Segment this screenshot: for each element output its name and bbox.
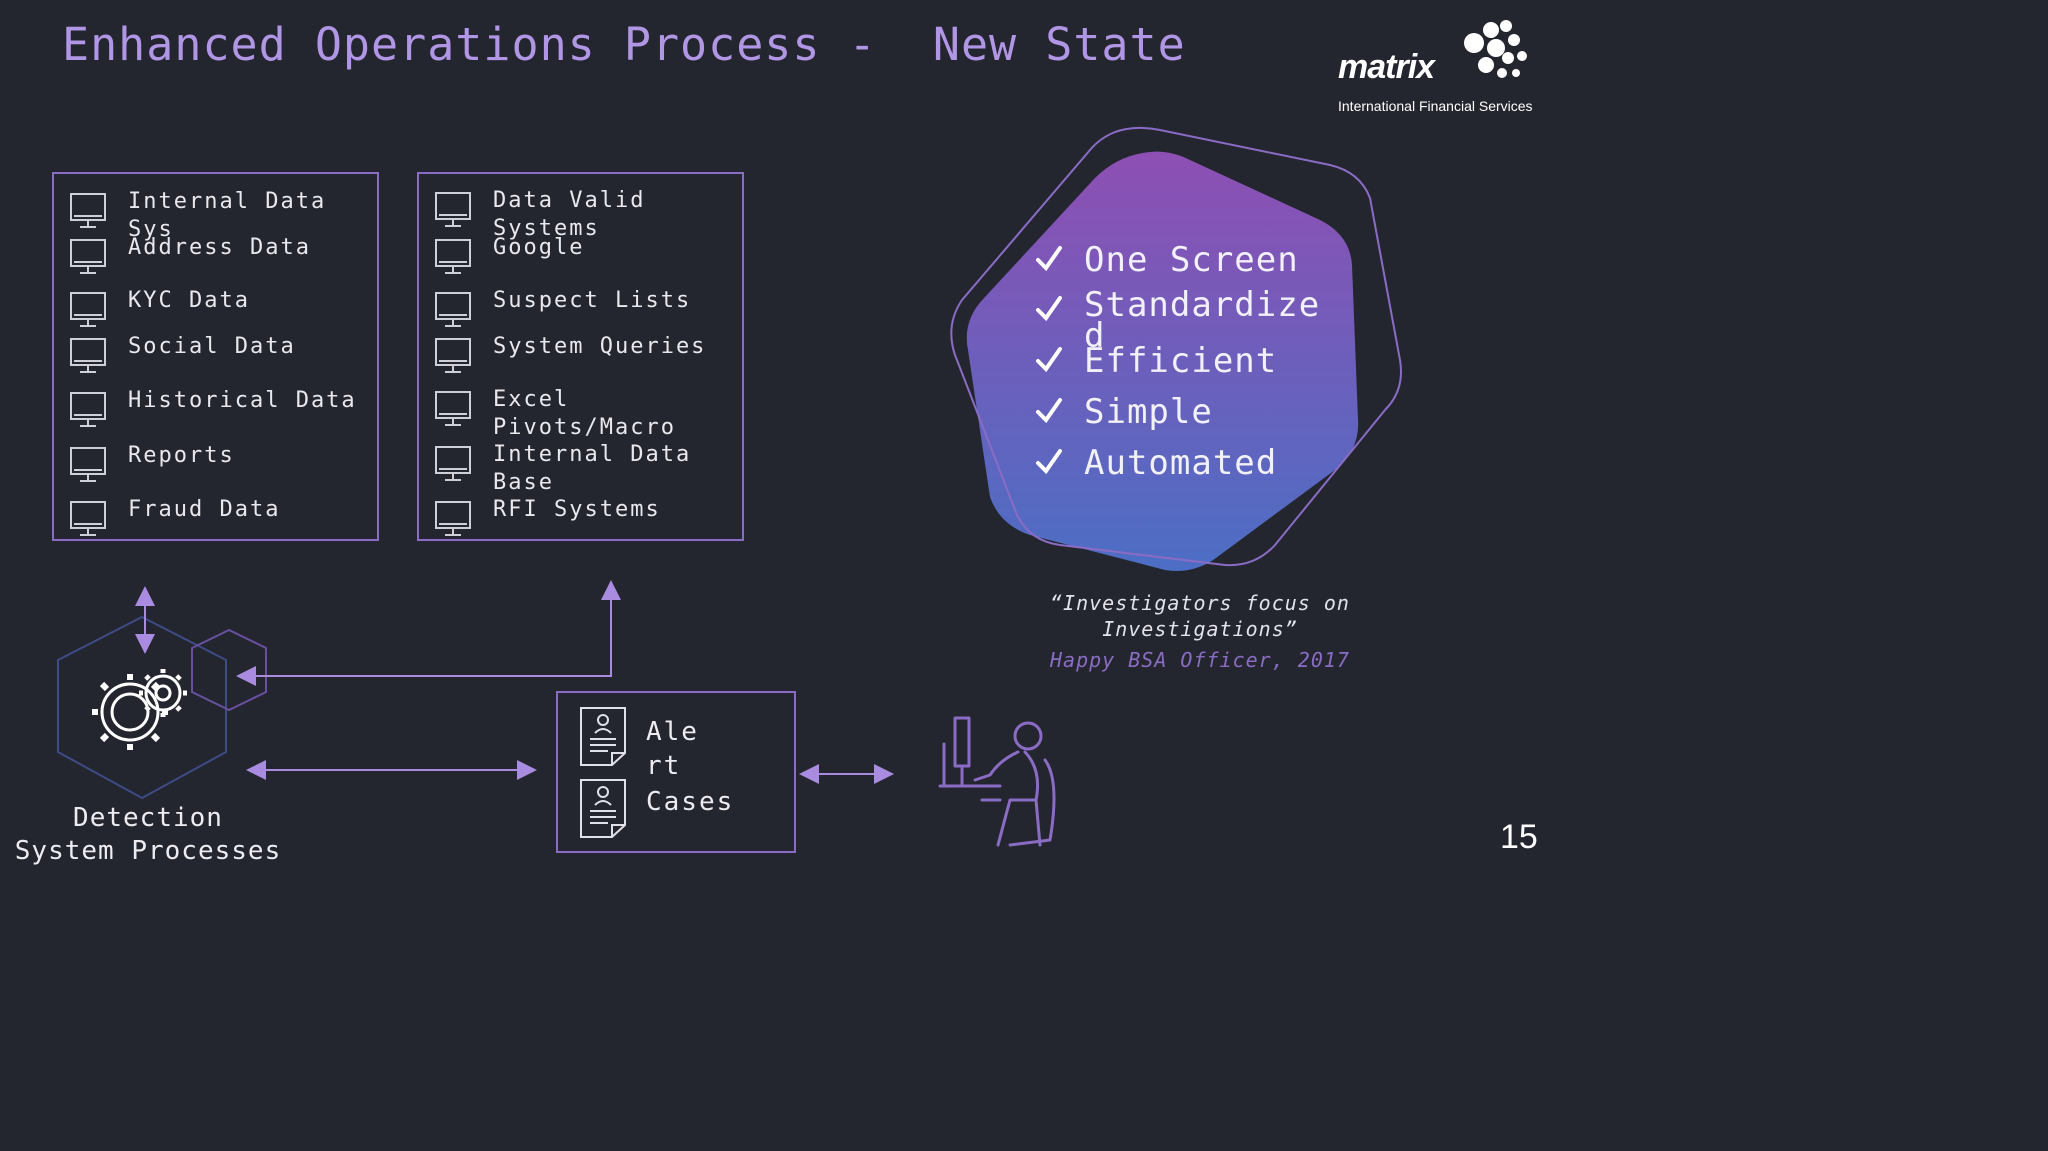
monitor-icon [70, 292, 106, 327]
item-label: Reports [128, 443, 235, 468]
gears-icon [92, 669, 187, 750]
monitor-icon [70, 338, 106, 373]
page-number: 15 [1500, 818, 1538, 856]
list-item: KYC Data [70, 287, 248, 327]
item-label: Fraud Data [128, 497, 281, 522]
list-item: Reports [70, 442, 233, 482]
checklist-label: Efficient [1084, 341, 1278, 381]
list-item: Internal Data Base [435, 441, 689, 495]
item-label: Social Data [128, 334, 296, 359]
external-data-box: Data Valid Systems Google Suspect Lists … [417, 172, 744, 541]
monitor-icon [70, 447, 106, 482]
checklist-item: Efficient [1032, 341, 1276, 501]
monitor-icon [435, 239, 471, 274]
page-title: Enhanced Operations Process - New State [62, 18, 1186, 71]
item-label: Address Data [128, 235, 311, 260]
list-item: Excel Pivots/Macro [435, 386, 674, 440]
diagram-overlay [57, 126, 1402, 847]
list-item: Internal Data Sys [70, 188, 324, 242]
monitor-icon [70, 239, 106, 274]
monitor-icon [435, 192, 471, 227]
checklist-item: Simple [1032, 392, 1212, 552]
checklist-item: Standardize d [1032, 288, 1319, 450]
logo-dots-icon [1464, 20, 1527, 78]
item-label: RFI Systems [493, 497, 661, 522]
detection-hexagon-small [191, 628, 267, 712]
list-item: Historical Data [70, 387, 355, 427]
logo-subtitle: International Financial Services [1338, 98, 1533, 114]
monitor-icon [435, 501, 471, 536]
monitor-icon [435, 292, 471, 327]
list-item: Address Data [70, 234, 309, 274]
monitor-icon [70, 501, 106, 536]
matrix-logo: matrix International Financial Services [1336, 18, 1556, 118]
checklist-item: One Screen [1032, 240, 1298, 400]
internal-data-box: Internal Data Sys Address Data KYC Data … [52, 172, 379, 541]
checklist-label: Simple [1084, 392, 1213, 432]
quote: “Investigators focus on Investigations” [1050, 591, 1350, 641]
logo-wordmark: matrix [1338, 48, 1435, 86]
alert-label: Alert [646, 717, 699, 781]
item-label: Internal Data Sys [128, 189, 327, 242]
monitor-icon [435, 391, 471, 426]
item-label: Excel Pivots/Macro [493, 387, 676, 440]
list-item: Fraud Data [70, 496, 278, 536]
list-item: Suspect Lists [435, 287, 689, 327]
item-label: Data Valid Systems [493, 188, 646, 241]
item-label: System Queries [493, 334, 707, 359]
check-icon [1036, 449, 1062, 475]
check-icon [1036, 296, 1062, 322]
monitor-icon [435, 446, 471, 481]
checklist-label: One Screen [1084, 240, 1299, 280]
benefits-hexagon [966, 151, 1359, 571]
cases-label: Cases [646, 787, 735, 817]
item-label: Internal Data Base [493, 442, 692, 495]
check-icon [1036, 347, 1062, 373]
monitor-icon [435, 338, 471, 373]
item-label: Suspect Lists [493, 288, 692, 313]
monitor-icon [70, 193, 106, 228]
item-label: Google [493, 235, 585, 260]
list-item: Social Data [70, 333, 294, 373]
list-item: Data Valid Systems [435, 187, 643, 241]
checklist-item: Automated [1032, 443, 1276, 603]
benefits-hexagon-outline [950, 126, 1402, 567]
monitor-icon [70, 392, 106, 427]
detection-hexagon [57, 615, 227, 800]
person-at-desk-icon [938, 716, 1056, 847]
item-label: Historical Data [128, 388, 357, 413]
document-icon [580, 707, 626, 766]
list-item: Google [435, 234, 582, 274]
detection-label: Detection System Processes [14, 803, 282, 866]
alert-cases-box: Alert Cases [556, 691, 796, 853]
list-item: RFI Systems [435, 496, 659, 536]
list-item: System Queries [435, 333, 704, 373]
document-icon [580, 779, 626, 838]
check-icon [1036, 246, 1062, 272]
quote-attribution: Happy BSA Officer, 2017 [1050, 648, 1350, 672]
check-icon [1036, 398, 1062, 424]
item-label: KYC Data [128, 288, 250, 313]
connector-middle-box-to-detection [236, 590, 612, 686]
checklist-label: Automated [1084, 443, 1278, 483]
checklist-label: Standardize d [1084, 285, 1321, 356]
